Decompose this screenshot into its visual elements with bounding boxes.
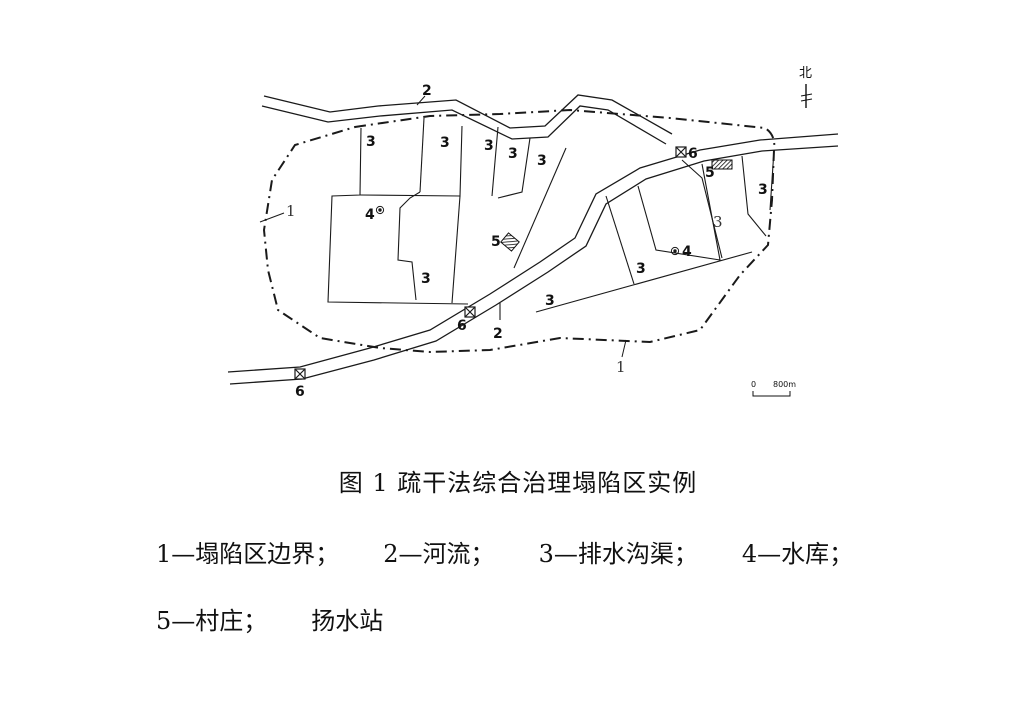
legend-row-1: 1—塌陷区边界； 2—河流； 3—排水沟渠； 4—水库； bbox=[156, 534, 853, 569]
river-upper bbox=[261, 94, 673, 145]
village-label: 5 bbox=[491, 234, 501, 250]
pump-label: 6 bbox=[688, 146, 698, 162]
pump-label: 6 bbox=[295, 384, 305, 400]
ditch-label: 3 bbox=[758, 182, 768, 198]
legend-item-village: 5—村庄； bbox=[156, 607, 268, 635]
ditch-label: 3 bbox=[440, 135, 450, 151]
legend-item-reservoir: 4—水库； bbox=[741, 540, 854, 568]
scale-bar: 0 800m bbox=[751, 380, 796, 397]
river-label: 2 bbox=[493, 326, 503, 342]
pump-station-marker bbox=[675, 146, 687, 158]
label-leader-lines bbox=[259, 95, 627, 358]
ditch-label: 3 bbox=[484, 138, 494, 154]
river-main bbox=[227, 133, 839, 385]
legend-item-ditch: 3—排水沟渠； bbox=[538, 540, 698, 568]
pump-station-marker bbox=[464, 306, 476, 318]
reservoir-marker bbox=[375, 205, 385, 215]
legend-item-river: 2—河流； bbox=[383, 540, 495, 568]
drainage-ditches bbox=[327, 117, 775, 320]
ditch-label: 3 bbox=[636, 261, 646, 277]
village-marker bbox=[500, 232, 520, 252]
scale-end-label: 800m bbox=[773, 380, 796, 389]
river-label: 2 bbox=[422, 83, 432, 99]
ditch-label: 3 bbox=[366, 134, 376, 150]
pump-station-marker bbox=[294, 368, 306, 380]
north-label: 北 bbox=[799, 66, 812, 81]
legend-item-pump: 扬水站 bbox=[311, 607, 384, 635]
scale-start-label: 0 bbox=[751, 380, 756, 389]
ditch-label: 3 bbox=[508, 146, 518, 162]
north-arrow: 北 bbox=[799, 66, 813, 108]
village-marker bbox=[711, 159, 733, 170]
ditch-label: 3 bbox=[713, 213, 723, 231]
ditch-label: 3 bbox=[545, 293, 555, 309]
ditch-label: 3 bbox=[421, 271, 431, 287]
boundary-label: 1 bbox=[616, 358, 626, 376]
legend-item-boundary: 1—塌陷区边界； bbox=[156, 540, 340, 568]
figure-caption: 图 1 疏干法综合治理塌陷区实例 bbox=[338, 469, 698, 497]
ditch-label: 3 bbox=[537, 153, 547, 169]
reservoir-label: 4 bbox=[365, 207, 375, 223]
pump-label: 6 bbox=[457, 318, 467, 334]
site-map: 2 2 3 3 3 3 3 3 3 3 3 3 4 4 5 5 6 6 6 1 … bbox=[227, 66, 839, 400]
north-arrow-tick bbox=[800, 98, 813, 102]
reservoir-marker bbox=[670, 246, 680, 256]
north-arrow-tick bbox=[800, 93, 813, 97]
boundary-label: 1 bbox=[286, 202, 296, 220]
scale-bar-line bbox=[752, 391, 791, 397]
village-label: 5 bbox=[705, 165, 715, 181]
reservoir-label: 4 bbox=[682, 244, 692, 260]
legend-row-2: 5—村庄； 扬水站 bbox=[156, 601, 383, 636]
subsidence-boundary bbox=[262, 108, 776, 354]
